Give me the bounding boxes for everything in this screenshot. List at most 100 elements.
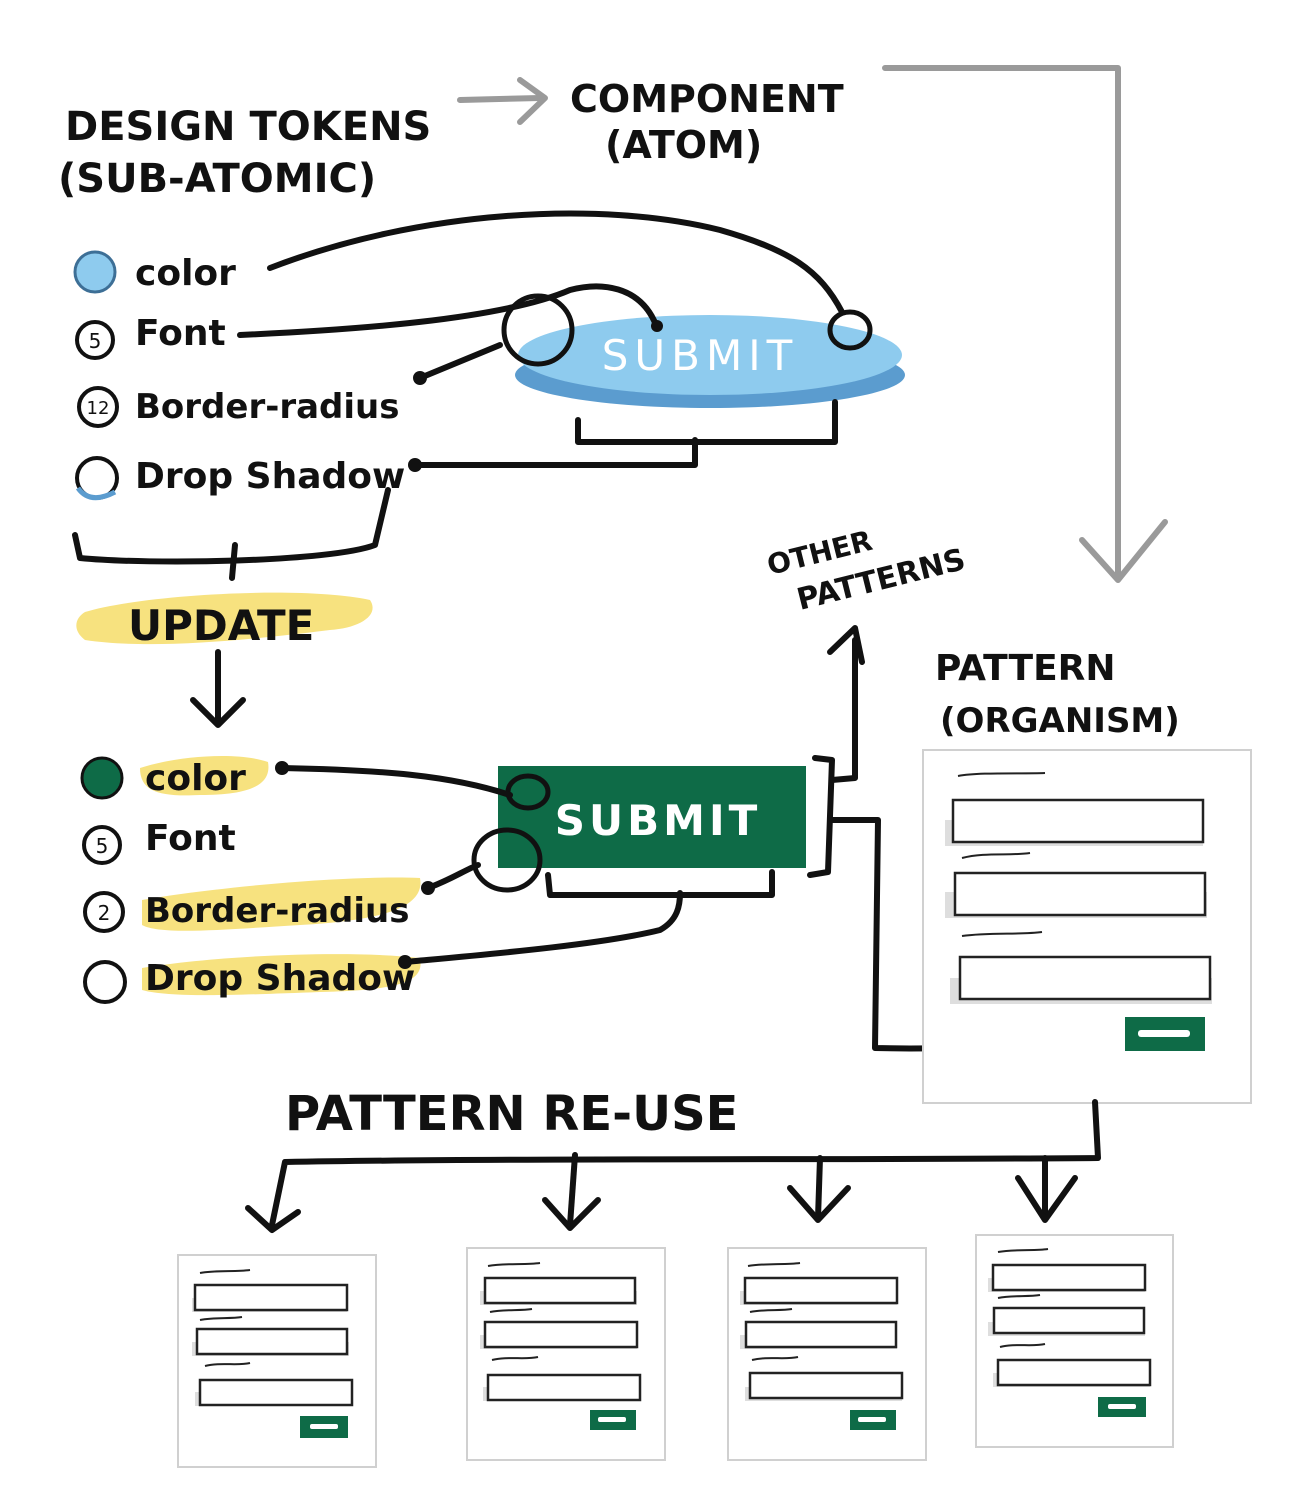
reused-form-1 — [177, 1254, 377, 1468]
drop-shadow-highlight — [142, 954, 421, 996]
reused-form-1-field-1 — [193, 1283, 349, 1312]
button-bracket — [807, 755, 835, 878]
reused-form-2-field-1 — [483, 1276, 637, 1305]
submit-button-before: SUBMIT — [501, 293, 905, 408]
pattern-title-line2: (ORGANISM) — [940, 701, 1180, 741]
component-heading: COMPONENT (ATOM) — [570, 77, 844, 167]
reused-form-2-field-3 — [486, 1373, 642, 1402]
connector-radius-after — [425, 862, 481, 891]
token-before-font: Font — [135, 313, 226, 354]
border-radius-highlight — [142, 877, 421, 931]
reuse-arrow-2-head — [542, 1197, 601, 1231]
arrow-to-other-patterns-head — [827, 625, 865, 665]
reuse-arrow-1-head — [245, 1205, 301, 1233]
form-label-3 — [961, 931, 1043, 937]
form-field-3 — [958, 955, 1212, 1001]
submit-button-after: SUBMIT — [471, 766, 806, 893]
reused-form-3 — [727, 1247, 927, 1461]
arrow-to-pattern-head — [1079, 519, 1168, 583]
reused-form-3-field-1 — [743, 1276, 899, 1305]
font-size-marker — [75, 320, 115, 360]
token-after-border-radius: Border-radius — [145, 891, 409, 931]
reused-form-4-field-2 — [992, 1306, 1146, 1335]
connector-radius-before — [417, 342, 503, 381]
reused-form-4-field-3 — [996, 1358, 1152, 1387]
reused-form-1-label-3 — [204, 1362, 251, 1367]
token-before-border-radius: Border-radius — [135, 387, 399, 427]
pattern-title-line1: PATTERN — [935, 648, 1116, 689]
connector-font-dot — [651, 320, 663, 332]
token-before-font-marker: 5 — [89, 329, 102, 353]
form-label-2 — [961, 852, 1031, 859]
form-field-1 — [951, 798, 1205, 844]
reused-form-1-button-line — [310, 1424, 338, 1429]
connector-shadow-after — [402, 890, 683, 965]
color-swatch-light-blue — [73, 250, 117, 294]
reused-form-4 — [975, 1234, 1174, 1448]
tokens-bracket — [72, 487, 391, 565]
reused-form-2 — [466, 1247, 666, 1461]
tokens-bracket-stem — [229, 542, 238, 581]
reused-form-2-label-1 — [487, 1262, 541, 1267]
button-before-body — [518, 315, 902, 395]
connector-color-before — [267, 210, 845, 315]
reused-form-4-button-line — [1108, 1404, 1136, 1409]
button-after-label: SUBMIT — [555, 796, 761, 845]
update-highlight — [76, 592, 373, 645]
reused-form-3-field-2 — [744, 1320, 898, 1349]
form-field-2 — [953, 871, 1207, 917]
arrow-to-pattern — [882, 65, 1121, 581]
reused-form-3-label-1 — [747, 1262, 801, 1267]
reused-form-4-label-1 — [997, 1248, 1049, 1253]
update-label: UPDATE — [128, 601, 314, 650]
reused-form-1-label-2 — [199, 1316, 243, 1321]
color-highlight — [140, 756, 269, 796]
drop-shadow-marker-after — [83, 960, 127, 1004]
design-tokens-heading: DESIGN TOKENS (SUB-ATOMIC) — [58, 104, 431, 202]
connector-radius-dot — [413, 371, 427, 385]
reused-form-3-field-3 — [748, 1371, 904, 1400]
token-after-font: Font — [145, 818, 236, 859]
update-label-group: UPDATE — [76, 592, 373, 650]
radius-callout-circle — [501, 293, 575, 367]
arrow-to-component-head — [517, 77, 548, 125]
connector-shadow-after-dot — [398, 955, 412, 969]
button-after-body — [498, 766, 806, 868]
arrow-to-component — [457, 95, 543, 103]
token-after-drop-shadow: Drop Shadow — [145, 958, 415, 999]
reused-form-2-label-3 — [491, 1356, 539, 1361]
connector-shadow-dot — [408, 458, 422, 472]
connector-font-before — [237, 283, 659, 338]
token-before-radius-marker: 12 — [87, 398, 110, 419]
arrow-to-other-patterns — [829, 637, 858, 783]
design-tokens-title-line2: (SUB-ATOMIC) — [58, 156, 376, 202]
reused-form-1-field-3 — [198, 1378, 354, 1407]
reused-form-2-field-2 — [483, 1320, 639, 1349]
shadow-bracket-before — [575, 399, 838, 445]
tokens-before-list: color 5 Font 12 Border-radius Drop Shado… — [73, 250, 405, 501]
border-radius-marker-after — [83, 891, 125, 933]
reuse-arrow-2 — [567, 1152, 578, 1228]
pattern-heading: PATTERN (ORGANISM) — [935, 648, 1180, 741]
design-tokens-title-line1: DESIGN TOKENS — [65, 104, 431, 150]
form-submit-button-line — [1138, 1030, 1190, 1037]
reuse-branch-line — [269, 1099, 1101, 1228]
connector-color-after — [279, 765, 513, 798]
button-before-label: SUBMIT — [602, 331, 799, 380]
form-label-1 — [957, 772, 1046, 777]
reuse-arrow-4-head — [1015, 1175, 1078, 1223]
other-patterns-label: OTHER PATTERNS — [764, 524, 969, 618]
component-title-line1: COMPONENT — [570, 77, 844, 121]
token-after-color: color — [145, 758, 246, 799]
reused-form-1-label-1 — [199, 1269, 251, 1274]
color-callout-circle — [827, 309, 873, 351]
connector-shadow-before — [412, 437, 698, 468]
reused-form-4-field-1 — [991, 1263, 1147, 1292]
pattern-reuse-label: PATTERN RE-USE — [285, 1086, 738, 1142]
font-size-marker-after — [82, 825, 122, 865]
reuse-arrow-3 — [815, 1155, 823, 1221]
token-before-drop-shadow: Drop Shadow — [135, 456, 405, 497]
reused-form-3-button-line — [858, 1417, 886, 1422]
token-after-font-marker: 5 — [96, 834, 109, 858]
shadow-bracket-after — [545, 869, 775, 898]
